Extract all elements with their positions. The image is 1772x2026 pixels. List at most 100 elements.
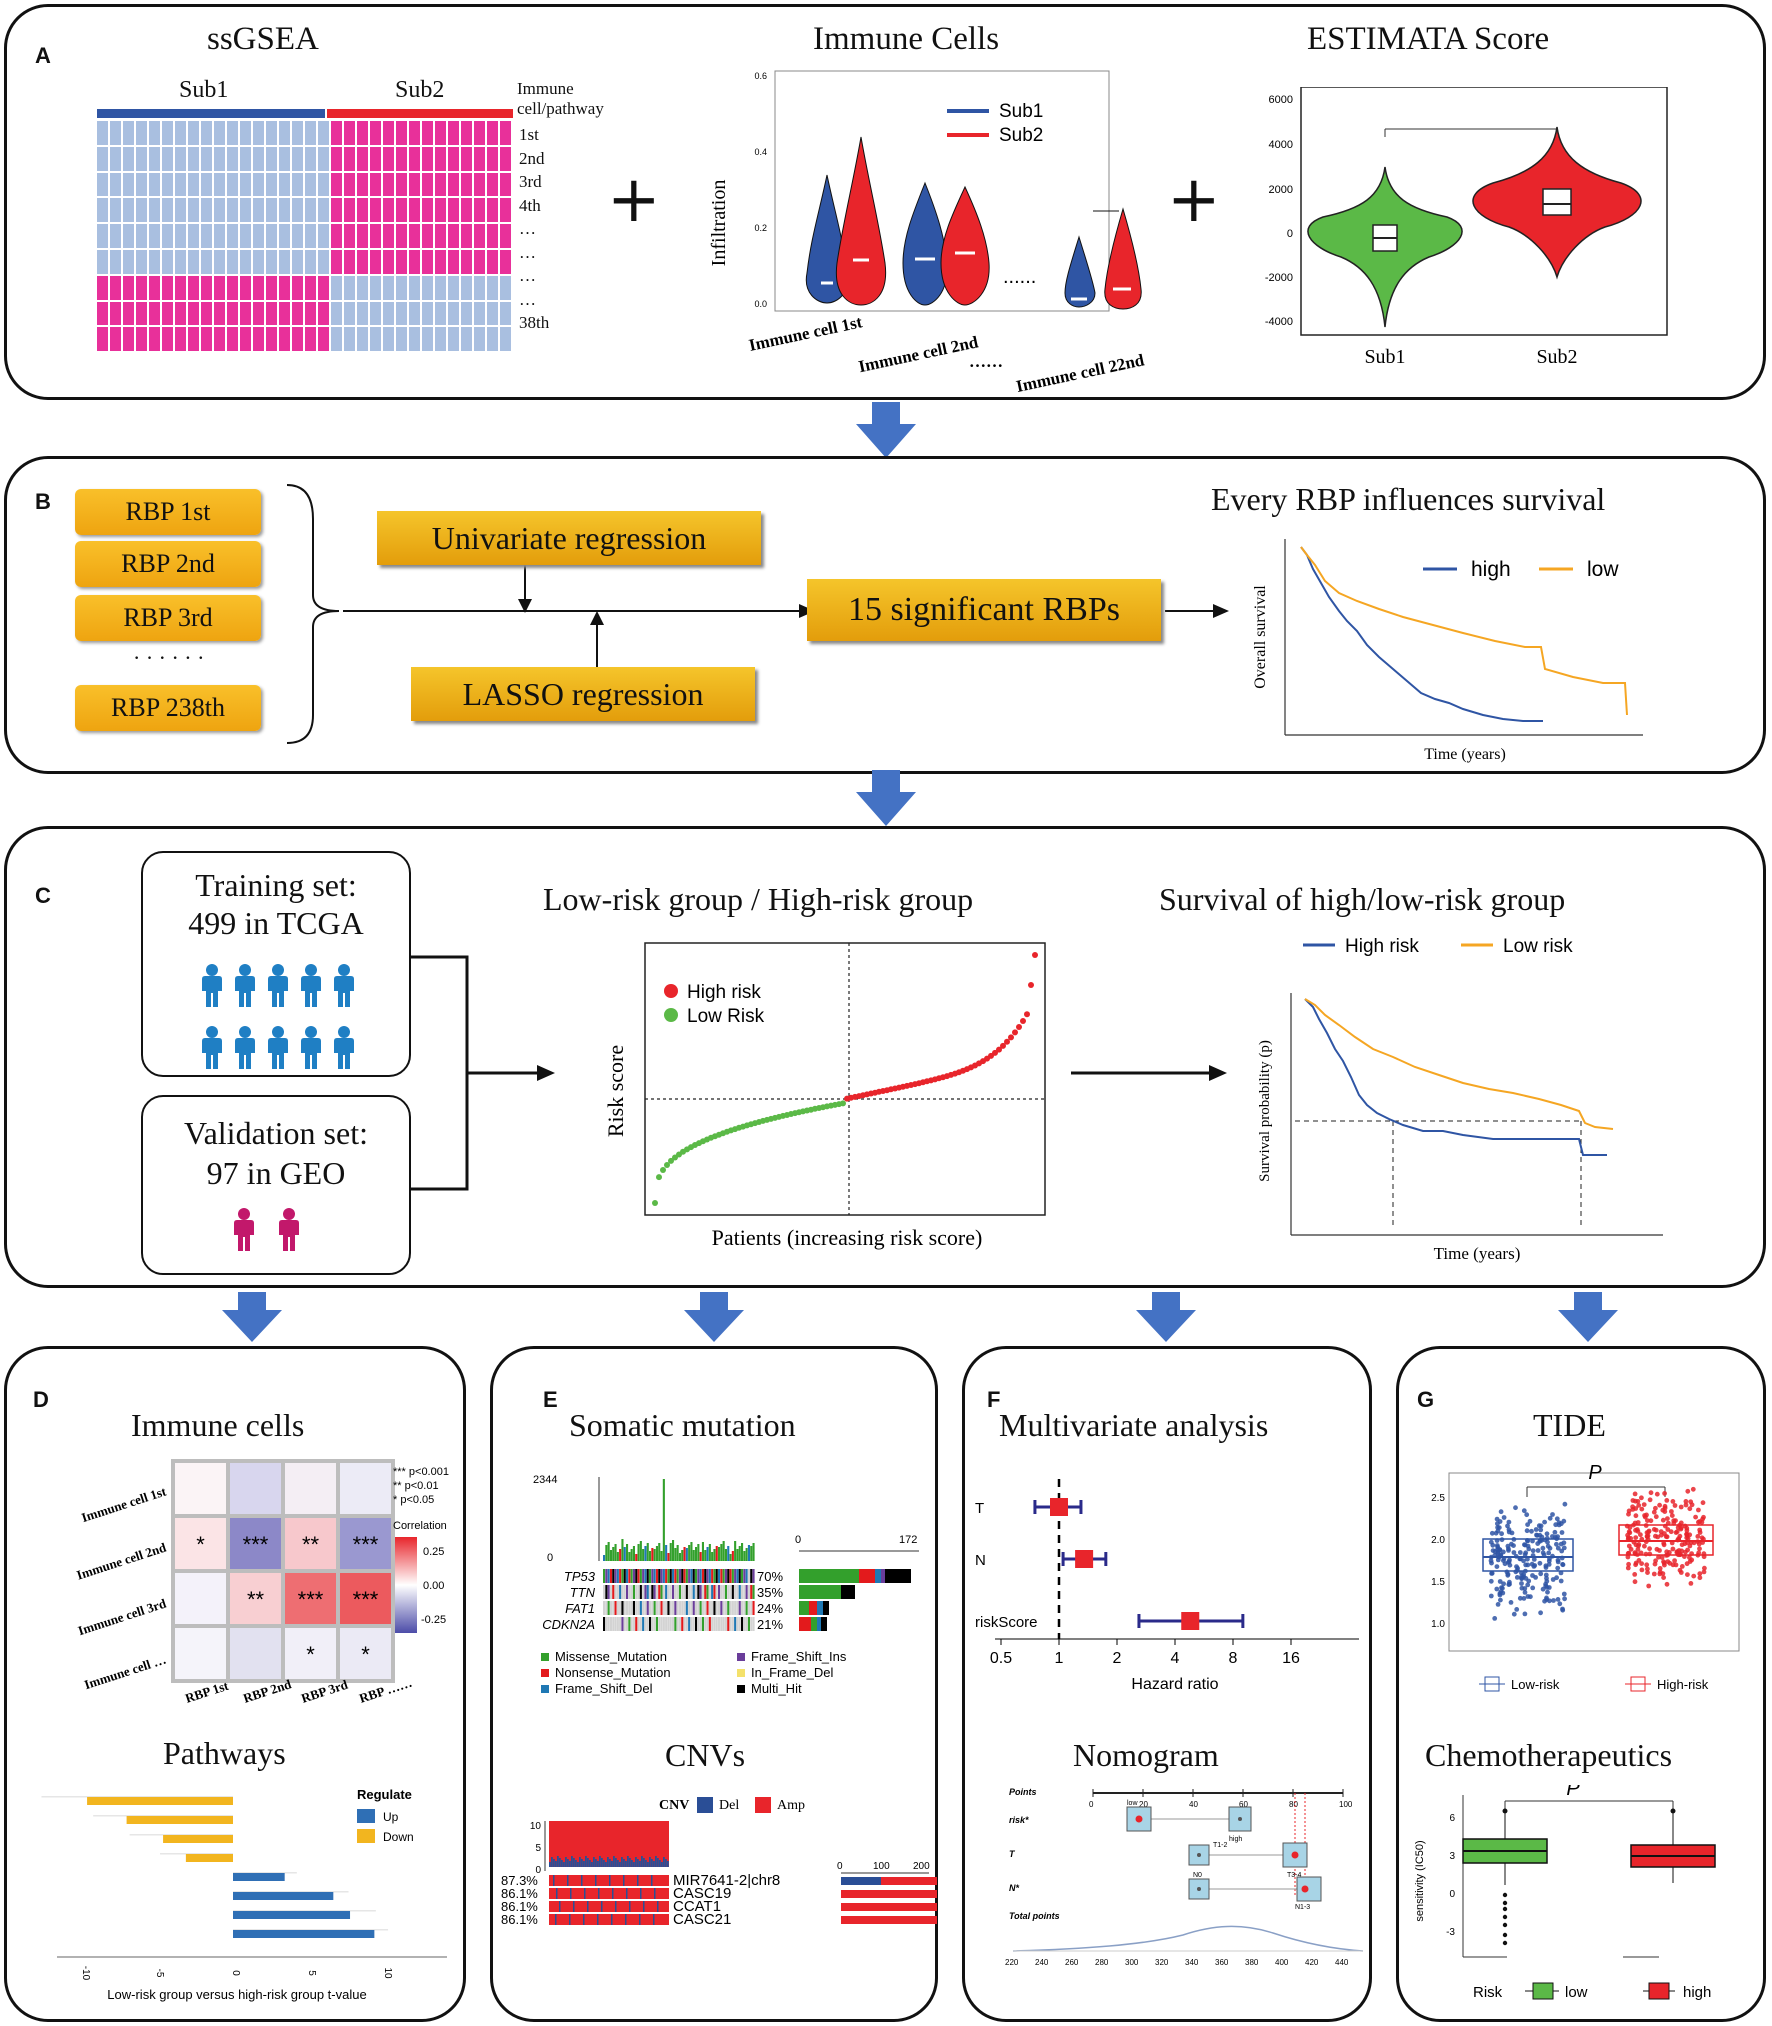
e-cnv-del-bar <box>619 1862 621 1867</box>
e-cnv-bar-tick-0: 0 <box>837 1861 843 1872</box>
ssgsea-cell <box>422 301 433 326</box>
e-matrix-cell <box>727 1601 730 1615</box>
f-risk-high: high <box>1229 1836 1242 1843</box>
g-chemo-legend-low: low <box>1565 1984 1588 2001</box>
f-xtick-label: 0.5 <box>990 1650 1012 1667</box>
e-leg-missense: Missense_Mutation <box>555 1649 667 1664</box>
g-point-high <box>1693 1514 1698 1520</box>
e-matrix-cell <box>632 1585 635 1599</box>
e-count-bar <box>623 1547 626 1561</box>
e-cnv-row-del <box>653 1914 655 1925</box>
ssgsea-cell <box>357 198 368 223</box>
g-point-high <box>1687 1506 1693 1512</box>
ssgsea-cell <box>331 275 342 300</box>
ssgsea-cell <box>305 172 316 197</box>
est-xlabel-sub2: Sub2 <box>1536 346 1577 368</box>
e-matrix-cell <box>667 1601 670 1615</box>
ssgsea-cell <box>357 327 368 352</box>
person-body <box>301 976 321 1007</box>
g-point-high <box>1645 1566 1650 1572</box>
person-body <box>268 976 288 1007</box>
g-point-high <box>1696 1519 1701 1525</box>
ssgsea-cell <box>318 146 329 171</box>
g-point-low <box>1519 1576 1524 1582</box>
e-matrix-cell <box>623 1617 626 1631</box>
ssgsea-cell <box>500 301 511 326</box>
e-matrix-cell <box>603 1617 606 1631</box>
g-point-low <box>1499 1585 1504 1590</box>
g-point-low <box>1556 1522 1562 1528</box>
e-matrix-cell <box>731 1585 734 1599</box>
e-count-bar <box>695 1547 698 1561</box>
f-n-high: N1-3 <box>1295 1904 1310 1911</box>
e-count-bar <box>635 1554 638 1561</box>
ssgsea-cell <box>162 198 173 223</box>
e-matrix-cell <box>616 1569 619 1583</box>
e-matrix-cell <box>736 1601 739 1615</box>
g-outlier <box>1502 1922 1508 1928</box>
ssgsea-cell <box>123 172 134 197</box>
d-sig-2: ** p<0.01 <box>393 1480 439 1492</box>
e-count-bar <box>632 1546 635 1561</box>
f-total-label: 240 <box>1035 1958 1049 1967</box>
person-icon <box>268 964 288 1007</box>
e-matrix-cell <box>692 1569 695 1583</box>
e-matrix-cell <box>741 1585 744 1599</box>
e-top-tick-max: 2344 <box>533 1474 557 1486</box>
e-count-bar <box>674 1548 677 1561</box>
e-cnv-row-del <box>637 1875 639 1886</box>
d-heatmap-cell <box>340 1518 391 1569</box>
g-point-low <box>1554 1541 1559 1547</box>
g-point-high <box>1674 1529 1680 1535</box>
est-ytick-6000: 6000 <box>1269 94 1293 106</box>
g-point-low <box>1553 1522 1559 1528</box>
person-head <box>272 964 284 976</box>
ssgsea-cell <box>188 198 199 223</box>
ssgsea-cell <box>474 146 485 171</box>
training-set-box: Training set: 499 in TCGA <box>141 851 411 1077</box>
ssgsea-cell <box>240 301 251 326</box>
e-matrix-cell <box>734 1585 737 1599</box>
g-point-low <box>1514 1607 1520 1612</box>
ssgsea-cell <box>201 224 212 248</box>
d-heatmap-cell <box>340 1463 391 1514</box>
g-point-high <box>1684 1531 1690 1537</box>
ssgsea-cell <box>123 224 134 248</box>
g-point-low <box>1509 1530 1515 1536</box>
d-heatmap-star: * <box>196 1532 205 1557</box>
risk-dot <box>664 1162 670 1168</box>
risk-score-dots <box>652 952 1038 1206</box>
est-ytick-m2000: -2000 <box>1265 272 1293 284</box>
e-matrix-cell <box>708 1569 711 1583</box>
e-cnv-del-bar <box>655 1856 657 1867</box>
e-matrix-cell <box>642 1585 645 1599</box>
ssgsea-cell <box>318 327 329 352</box>
e-matrix-cell <box>674 1601 677 1615</box>
e-matrix-cell <box>644 1601 647 1615</box>
d-bar-whisker <box>41 1796 234 1798</box>
ssgsea-cell <box>136 250 147 274</box>
d-sig-3: * p<0.05 <box>393 1494 434 1506</box>
g-point-high <box>1642 1513 1647 1518</box>
d-xtick-1: -10 <box>80 1966 91 1981</box>
e-matrix-cell <box>699 1601 702 1615</box>
ssgsea-cell <box>344 172 355 197</box>
d-ylabel-4: Immune cell … <box>82 1652 168 1693</box>
e-matrix-cell <box>747 1601 750 1615</box>
ssgsea-cell <box>97 198 108 223</box>
ssgsea-cell <box>500 250 511 274</box>
ssgsea-cell <box>292 327 303 352</box>
e-count-bar <box>616 1552 619 1561</box>
f-nomo-points: Points <box>1009 1787 1037 1797</box>
e-matrix-cell <box>715 1569 718 1583</box>
ssgsea-cell <box>500 172 511 197</box>
e-cnv-pct-1: 87.3% <box>501 1873 538 1888</box>
ssgsea-cell <box>474 250 485 274</box>
e-matrix-cell <box>655 1585 658 1599</box>
ssgsea-cell <box>175 146 186 171</box>
e-cnv-row-del <box>598 1888 600 1899</box>
ssgsea-cell <box>344 146 355 171</box>
d-pathway-bar <box>233 1892 334 1900</box>
est-ytick-m4000: -4000 <box>1265 316 1293 328</box>
